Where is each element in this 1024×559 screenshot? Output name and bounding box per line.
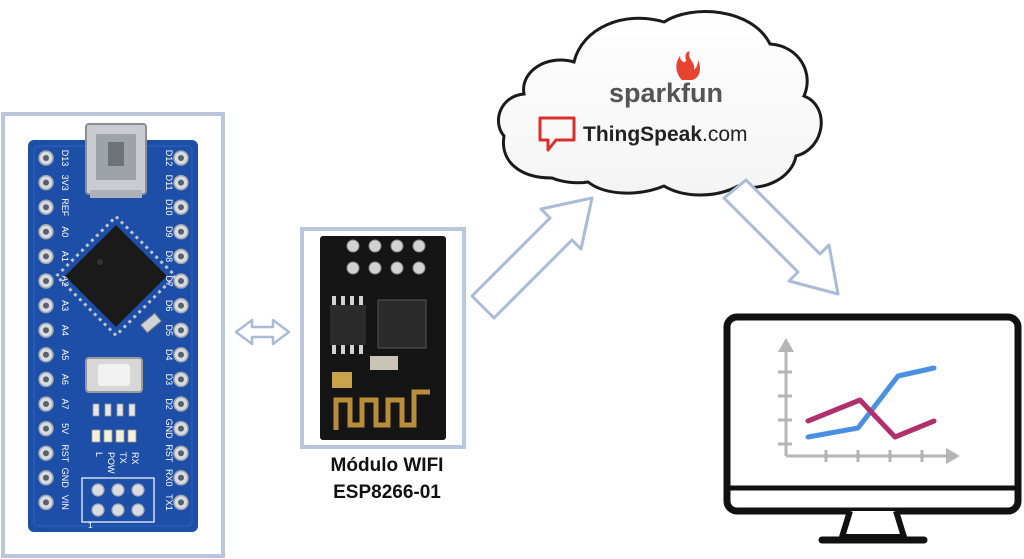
upload-arrow-icon xyxy=(470,196,594,320)
pin-label: A0 xyxy=(60,226,70,237)
pin-label: D11 xyxy=(164,175,174,191)
status-leds xyxy=(91,403,137,443)
pin-label: VIN xyxy=(60,495,70,510)
esp-pin xyxy=(412,239,426,253)
esp-pin xyxy=(390,261,404,275)
led-label: RX xyxy=(130,452,140,465)
pin-label: A3 xyxy=(60,300,70,311)
pin-label: GND xyxy=(164,419,174,440)
pin-label: D9 xyxy=(164,226,174,238)
left-pin-header xyxy=(38,150,54,511)
arduino-pcb xyxy=(28,140,198,532)
esp-pin xyxy=(346,239,360,253)
led-label: L xyxy=(94,452,104,457)
crystal xyxy=(140,312,162,334)
pin-label: A4 xyxy=(60,325,70,336)
pin-label: RST xyxy=(164,444,174,463)
icsp-pin xyxy=(111,483,125,497)
thingspeak-logo: ThingSpeak.com xyxy=(538,116,748,152)
usb-connector xyxy=(85,123,147,198)
smd-resistor xyxy=(92,403,100,417)
pin-label: 5V xyxy=(60,423,70,434)
pin-label: D13 xyxy=(60,150,70,167)
esp-caption: Módulo WIFI ESP8266-01 xyxy=(292,452,482,506)
smd-resistor xyxy=(104,403,112,417)
monitor-icon xyxy=(723,313,1022,544)
pin-label: 3V3 xyxy=(60,175,70,191)
status-led xyxy=(127,429,137,443)
esp-pin xyxy=(412,261,426,275)
esp-header-pins xyxy=(346,239,426,275)
flash-chip xyxy=(330,305,366,345)
cloud-icon xyxy=(497,10,823,197)
pin-label: D4 xyxy=(164,349,174,361)
status-led xyxy=(91,429,101,443)
chart-ticks xyxy=(778,370,924,462)
line-chart xyxy=(778,338,960,464)
esp-pin xyxy=(368,261,382,275)
microcontroller-chip xyxy=(54,214,178,338)
pin-label: D2 xyxy=(164,398,174,410)
pin-label: D3 xyxy=(164,374,174,386)
pin-label: RX0 xyxy=(164,469,174,487)
pin-label: A6 xyxy=(60,374,70,385)
reset-button xyxy=(85,357,143,393)
pin-label: RST xyxy=(60,444,70,463)
sparkfun-text: sparkfun xyxy=(609,78,723,108)
pin-label: D6 xyxy=(164,300,174,312)
pin-label: A1 xyxy=(60,251,70,262)
right-pin-header xyxy=(173,150,189,511)
pin-label: D10 xyxy=(164,199,174,216)
icsp-pin xyxy=(131,483,145,497)
pin-label: D5 xyxy=(164,324,174,336)
pin-label: A7 xyxy=(60,398,70,409)
esp8266-module xyxy=(300,227,466,449)
sparkfun-logo: sparkfun xyxy=(609,51,723,108)
chart-series-magenta xyxy=(805,397,937,440)
pin-label: GND xyxy=(60,468,70,489)
esp-frame xyxy=(300,227,466,449)
monitor-stand xyxy=(839,510,907,540)
icsp-header: 1 xyxy=(81,477,155,530)
esp-pin xyxy=(368,239,382,253)
pin-label: A2 xyxy=(60,275,70,286)
thingspeak-chat-icon xyxy=(538,116,576,152)
pin-label: A5 xyxy=(60,349,70,360)
esp-caption-line2: ESP8266-01 xyxy=(333,482,441,503)
bidirectional-arrow-icon xyxy=(234,318,291,346)
smd-resistor xyxy=(128,403,136,417)
esp-caption-line1: Módulo WIFI xyxy=(330,455,444,476)
chart-series-blue xyxy=(805,365,937,440)
icsp-pin xyxy=(91,503,105,517)
status-led xyxy=(103,429,113,443)
status-led xyxy=(115,429,125,443)
pcb-antenna xyxy=(333,389,430,430)
smd-resistor xyxy=(116,403,124,417)
esp-pin xyxy=(390,239,404,253)
led-label: POW xyxy=(106,452,116,474)
icsp-pin xyxy=(131,503,145,517)
thingspeak-text: ThingSpeak.com xyxy=(583,123,748,146)
webcam-dot xyxy=(869,321,875,327)
led-label: TX xyxy=(118,452,128,464)
thingspeak-name: ThingSpeak xyxy=(583,123,702,146)
pin-label: D8 xyxy=(164,251,174,263)
pin-label: REF xyxy=(60,198,70,217)
pin-label: TX1 xyxy=(164,494,174,511)
icsp-pin xyxy=(111,503,125,517)
pin-label: D12 xyxy=(164,150,174,167)
icsp-pin1-label: 1 xyxy=(88,521,93,530)
arduino-frame xyxy=(1,112,225,558)
sparkfun-flame-icon xyxy=(676,51,700,80)
icsp-pin xyxy=(91,483,105,497)
esp-pin xyxy=(346,261,360,275)
download-arrow-icon xyxy=(722,178,840,296)
thingspeak-suffix: .com xyxy=(702,123,748,146)
